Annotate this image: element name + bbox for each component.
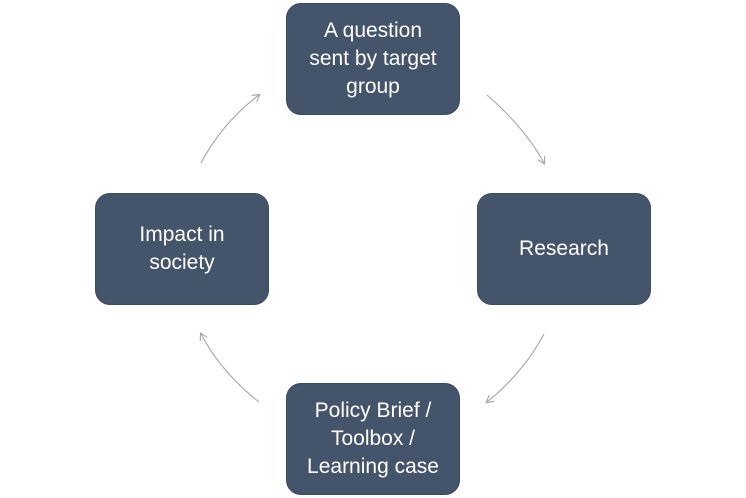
node-question: A question sent by target group [286,3,460,115]
node-research: Research [477,193,651,305]
node-question-label: A question sent by target group [309,19,437,98]
arrow-left-to-top [200,93,261,164]
node-policy-brief-label: Policy Brief / Toolbox / Learning case [307,399,439,478]
node-impact-label: Impact in society [139,223,225,274]
arrow-top-to-right [486,94,546,165]
node-impact: Impact in society [95,193,269,305]
node-policy-brief: Policy Brief / Toolbox / Learning case [286,383,460,495]
node-research-label: Research [519,237,609,260]
arrow-bottom-to-left [199,332,260,403]
arrow-right-to-bottom [485,333,545,404]
